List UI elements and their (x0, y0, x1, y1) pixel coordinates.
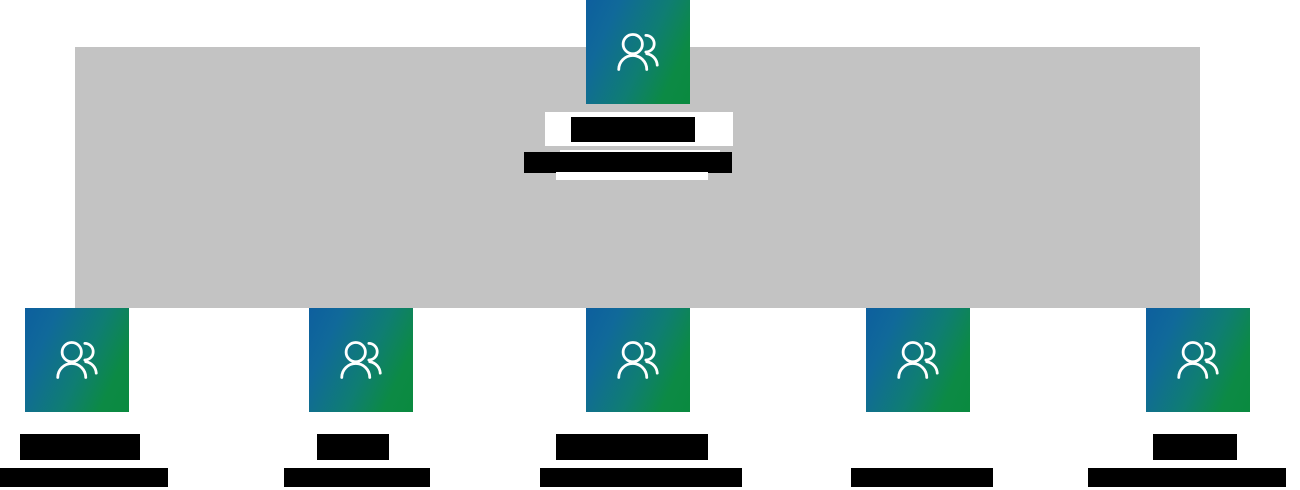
redaction-bar-name-1 (20, 434, 140, 460)
org-node-2[interactable] (309, 308, 491, 412)
people-icon (340, 341, 382, 379)
people-icon (56, 341, 98, 379)
redaction-bar-title-4 (851, 468, 993, 487)
avatar (25, 308, 129, 412)
people-icon (1177, 341, 1219, 379)
avatar (866, 308, 970, 412)
avatar (586, 308, 690, 412)
org-node-root[interactable] (586, 0, 788, 112)
avatar (309, 308, 413, 412)
people-icon (617, 33, 659, 71)
people-icon (617, 341, 659, 379)
avatar (1146, 308, 1250, 412)
avatar (586, 0, 690, 104)
org-node-5[interactable] (1146, 308, 1300, 412)
org-node-3[interactable] (586, 308, 768, 412)
root-name-plate (545, 112, 733, 146)
redaction-bar-name-5 (1153, 434, 1237, 460)
org-node-4[interactable] (866, 308, 1048, 412)
redaction-bar-name-3 (556, 434, 708, 460)
redaction-bar-title-1 (0, 468, 168, 487)
people-icon (897, 341, 939, 379)
redaction-bar-name-2 (317, 434, 389, 460)
org-node-1[interactable] (25, 308, 207, 412)
root-title-plate-upper (560, 150, 720, 156)
redaction-bar-title-5 (1088, 468, 1286, 487)
redaction-bar-title-3 (540, 468, 742, 487)
redaction-bar-title-2 (284, 468, 430, 487)
root-title-plate-lower (556, 172, 708, 180)
